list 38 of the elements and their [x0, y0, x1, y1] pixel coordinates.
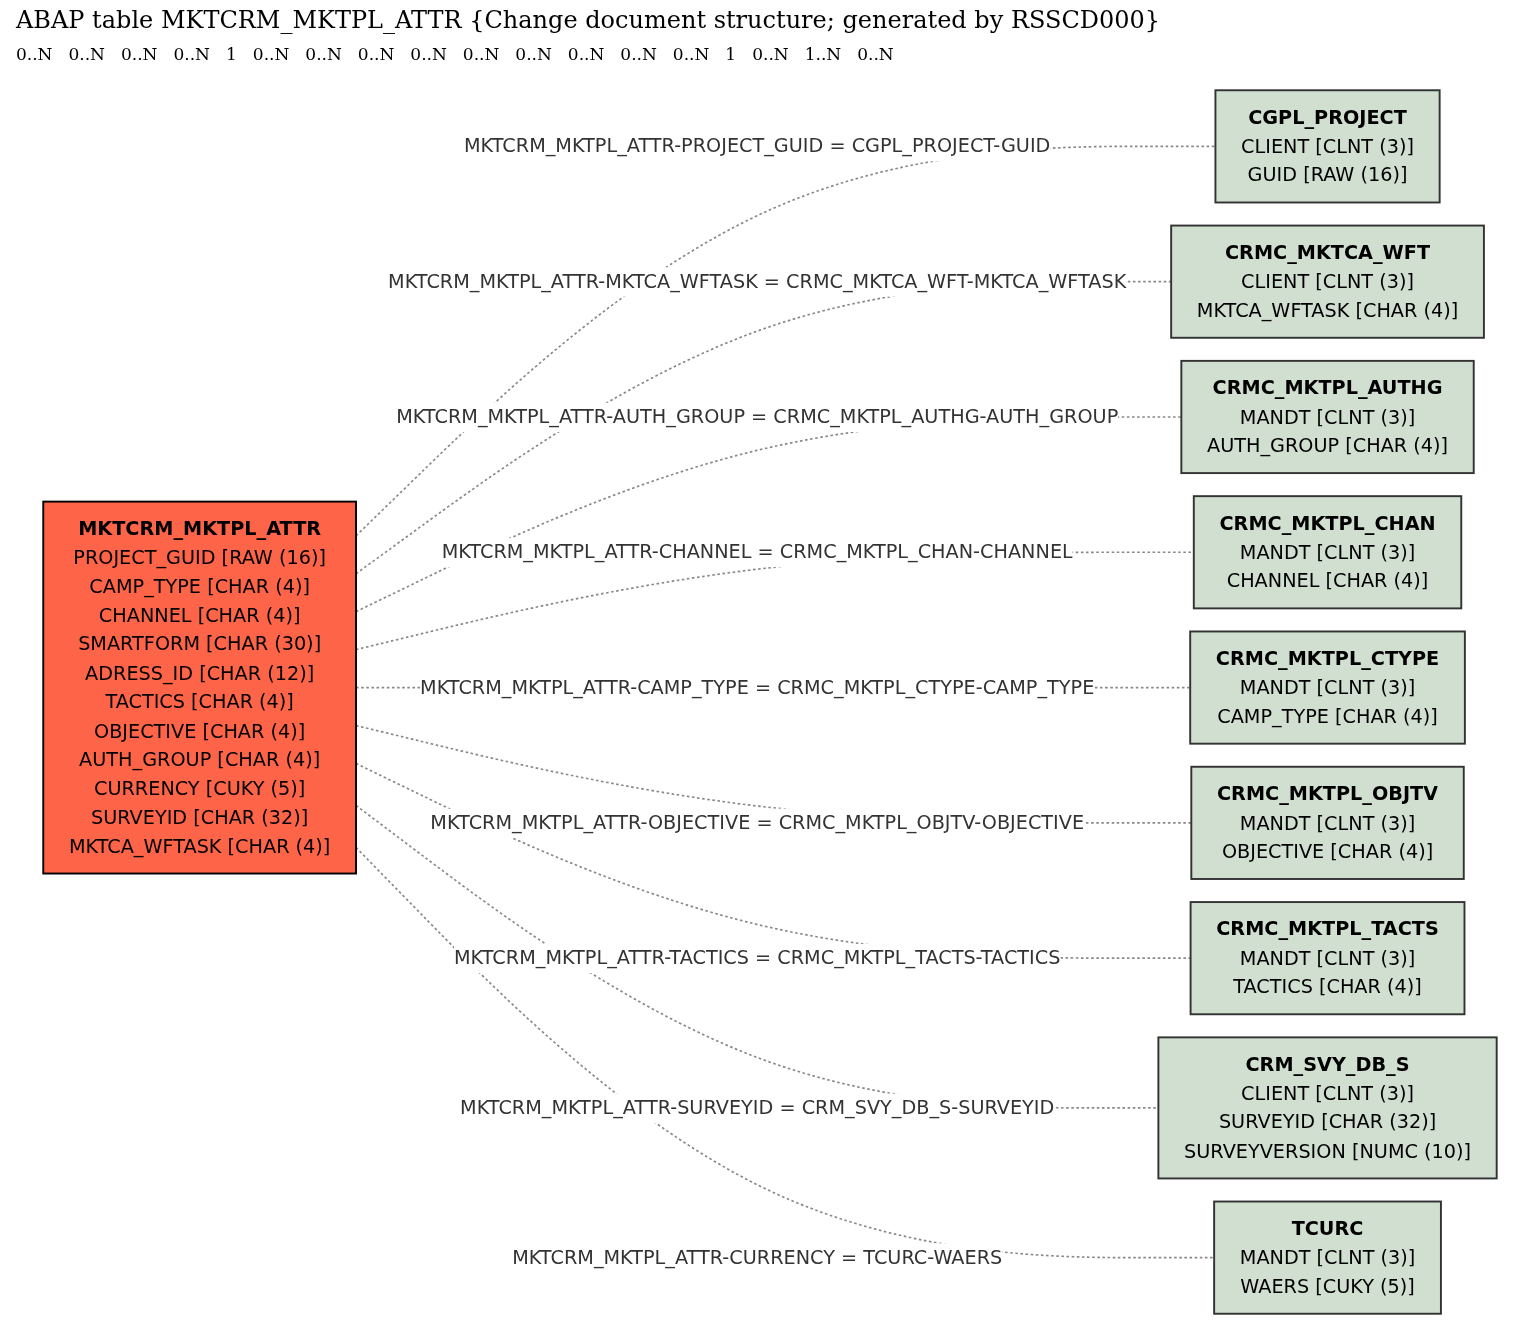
edge-label: MKTCRM_MKTPL_ATTR-CAMP_TYPE = CRMC_MKTPL_CTYPE-CAMP_TYPE	[419, 675, 1094, 699]
cardinality-label: 0..N	[173, 44, 210, 64]
cardinality-label: 0..N	[672, 44, 710, 64]
cardinality-label: 1	[226, 44, 237, 64]
cardinality-label: 0..N	[68, 44, 105, 64]
edge-label: MKTCRM_MKTPL_ATTR-TACTICS = CRMC_MKTPL_TACTS-TACTICS	[453, 946, 1060, 970]
cardinality-label: 0..N	[620, 44, 657, 64]
cardinality-label: 0..N	[252, 44, 290, 64]
node-box: CRMC_MKTPL_CHAN MANDT [CLNT (3)] CHANNEL [CHAR (4)]	[1192, 495, 1462, 610]
edge-label: MKTCRM_MKTPL_ATTR-CHANNEL = CRMC_MKTPL_CHAN-CHANNEL	[441, 540, 1073, 564]
node-box: CGPL_PROJECT CLIENT [CLNT (3)] GUID [RAW (16)]	[1214, 89, 1441, 204]
node-box: MKTCRM_MKTPL_ATTR PROJECT_GUID [RAW (16)] CAMP_TYPE [CHAR (4)] CHANNEL [CHAR (4)] SMARTFORM [CHAR (30)] ADRESS_ID [CHAR (12)] TACTICS [CHAR (4)] OBJECTIVE [CHAR (4)] AUTH_GROUP [CHAR (4)] CURRENCY [CUKY (5)] SURVEYID [CHAR (32)] MKTCA_WFTASK [CHAR (4)]	[41, 500, 357, 875]
node-box: CRMC_MKTCA_WFT CLIENT [CLNT (3)] MKTCA_WFTASK [CHAR (4)]	[1169, 224, 1485, 339]
node-box: TCURC MANDT [CLNT (3)] WAERS [CUKY (5)]	[1212, 1200, 1442, 1315]
cardinality-label: 0..N	[857, 44, 894, 64]
edge-label: MKTCRM_MKTPL_ATTR-MKTCA_WFTASK = CRMC_MKTCA_WFT-MKTCA_WFTASK	[387, 269, 1126, 293]
cardinality-label: 0..N	[410, 44, 447, 64]
diagram-title: ABAP table MKTCRM_MKTPL_ATTR {Change document structure; generated by RSSCD000}	[16, 6, 1161, 34]
node-box: CRMC_MKTPL_OBJTV MANDT [CLNT (3)] OBJECTIVE [CHAR (4)]	[1189, 765, 1465, 880]
cardinality-label: 0..N	[305, 44, 342, 64]
cardinality-label: 0..N	[567, 44, 605, 64]
edge-label: MKTCRM_MKTPL_ATTR-OBJECTIVE = CRMC_MKTPL_OBJTV-OBJECTIVE	[429, 811, 1084, 835]
cardinality-label: 1..N	[804, 44, 842, 64]
cardinality-label: 0..N	[752, 44, 789, 64]
node-box: CRMC_MKTPL_AUTHG MANDT [CLNT (3)] AUTH_GROUP [CHAR (4)]	[1179, 359, 1475, 475]
edge-label: MKTCRM_MKTPL_ATTR-CURRENCY = TCURC-WAERS	[511, 1245, 1002, 1269]
cardinality-label: 1	[725, 44, 737, 64]
node-box: CRMC_MKTPL_CTYPE MANDT [CLNT (3)] CAMP_TYPE [CHAR (4)]	[1188, 630, 1466, 745]
edge-label: MKTCRM_MKTPL_ATTR-PROJECT_GUID = CGPL_PROJECT-GUID	[463, 134, 1050, 158]
edge-label: MKTCRM_MKTPL_ATTR-SURVEYID = CRM_SVY_DB_S-SURVEYID	[459, 1096, 1054, 1120]
cardinality-label: 0..N	[16, 44, 53, 64]
cardinality-label: 0..N	[462, 44, 500, 64]
cardinality-label: 0..N	[515, 44, 552, 64]
cardinality-label: 0..N	[121, 44, 158, 64]
edge-label: MKTCRM_MKTPL_ATTR-AUTH_GROUP = CRMC_MKTPL_AUTHG-AUTH_GROUP	[395, 405, 1118, 429]
node-box: CRMC_MKTPL_TACTS MANDT [CLNT (3)] TACTICS [CHAR (4)]	[1189, 901, 1465, 1016]
node-box: CRM_SVY_DB_S CLIENT [CLNT (3)] SURVEYID [CHAR (32)] SURVEYVERSION [NUMC (10)]	[1156, 1036, 1498, 1180]
cardinality-label: 0..N	[357, 44, 395, 64]
